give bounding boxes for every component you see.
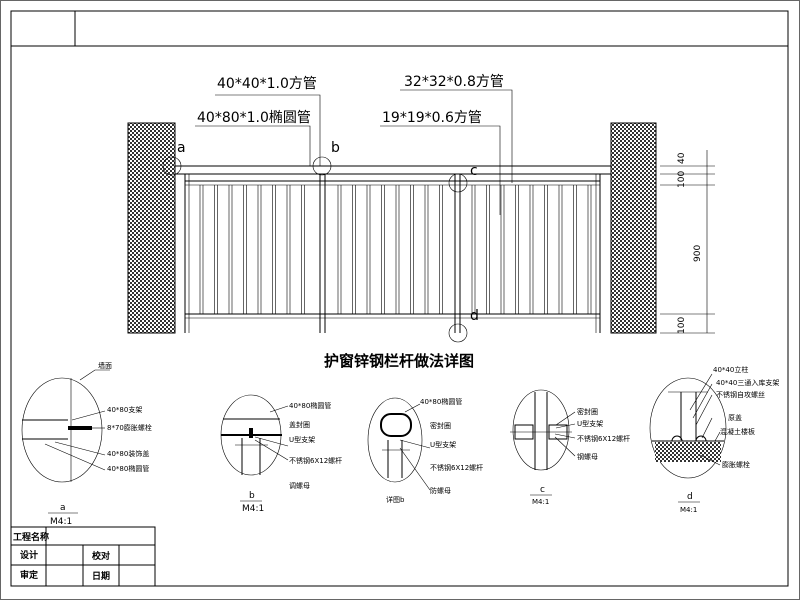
- detail-d-label: 混凝土楼板: [720, 427, 755, 436]
- detail-b2-tag: 详图b: [386, 495, 405, 504]
- design-label: 设计: [20, 549, 38, 561]
- label-oval-tube: 40*80*1.0椭圆管: [197, 110, 311, 126]
- dim-100-bottom: 100: [677, 317, 687, 334]
- detail-c-label: 密封圈: [577, 407, 598, 416]
- detail-b2-label: U型支架: [430, 440, 456, 449]
- detail-d-label: 原盖: [728, 413, 742, 422]
- detail-b-label: 40*80椭圆管: [289, 401, 331, 410]
- right-wall: [610, 122, 657, 334]
- date-label: 日期: [92, 570, 110, 582]
- detail-b-scale: M4:1: [242, 504, 264, 514]
- detail-d-label: 40*40立柱: [713, 365, 748, 374]
- detail-b2-label: 40*80椭圆管: [420, 397, 462, 406]
- detail-b2-label: 密封圈: [430, 421, 451, 430]
- detail-c-tag: c: [540, 485, 545, 495]
- detail-b-label: 盖封圈: [289, 420, 310, 429]
- detail-c-label: U型支架: [577, 419, 603, 428]
- detail-b-label: U型支架: [289, 435, 315, 444]
- dimension-lines: [660, 150, 715, 334]
- detail-b-section: 40*80椭圆管 密封圈 U型支架 不锈钢6X12螺杆 防螺母 详图b: [367, 397, 483, 504]
- label-handrail: 40*40*1.0方管: [217, 76, 317, 92]
- detail-a-label: 8*70膨胀螺栓: [107, 423, 152, 432]
- approve-label: 审定: [20, 569, 39, 581]
- callout-b-circle: [312, 156, 332, 176]
- detail-a-tag: a: [60, 503, 66, 513]
- railing: [174, 165, 612, 333]
- detail-d-scale: M4:1: [680, 506, 697, 514]
- callout-c-circle: [448, 173, 468, 193]
- callout-c: c: [470, 163, 478, 179]
- callout-b: b: [331, 140, 340, 156]
- callout-a-circle: [162, 156, 182, 176]
- label-post: 32*32*0.8方管: [404, 74, 504, 90]
- detail-a-label: 40*80椭圆管: [107, 464, 149, 473]
- leader-line: [380, 125, 501, 215]
- detail-a: 墙面 40*80支架 8*70膨胀螺栓 40*80装饰盖 40*80椭圆管 a …: [21, 361, 152, 527]
- detail-d-label: 膨胀螺栓: [722, 460, 750, 469]
- detail-a-label: 40*80装饰盖: [107, 449, 149, 458]
- leader-line: [215, 94, 321, 166]
- detail-d-label: 不锈钢自攻螺丝: [716, 390, 765, 399]
- dim-40: 40: [677, 152, 687, 164]
- project-name-label: 工程名称: [13, 531, 49, 543]
- check-label: 校对: [92, 550, 110, 562]
- dim-100-top: 100: [677, 171, 687, 188]
- dim-900: 900: [693, 245, 703, 262]
- detail-a-scale: M4:1: [50, 517, 72, 527]
- balusters: [199, 185, 592, 314]
- detail-d-tag: d: [687, 492, 693, 502]
- detail-b2-label: 不锈钢6X12螺杆: [430, 463, 483, 472]
- leader-line: [400, 89, 513, 183]
- label-baluster: 19*19*0.6方管: [382, 110, 482, 126]
- callout-a: a: [177, 140, 186, 156]
- detail-d: 40*40立柱 40*40三通入库支架 不锈钢自攻螺丝 原盖 混凝土楼板 膨胀螺…: [649, 365, 779, 514]
- drawing-title: 护窗锌钢栏杆做法详图: [324, 352, 474, 370]
- detail-c-label: 不锈钢6X12螺杆: [577, 434, 630, 443]
- drawing-frame: [10, 10, 789, 587]
- detail-b2-label: 防螺母: [430, 486, 451, 495]
- detail-c-scale: M4:1: [532, 498, 549, 506]
- left-wall: [127, 122, 176, 334]
- detail-d-label: 40*40三通入库支架: [716, 378, 779, 387]
- detail-a-label: 40*80支架: [107, 405, 142, 414]
- title-block: 工程名称 设计 校对 审定 日期: [10, 526, 156, 587]
- callout-d-circle: [448, 323, 468, 343]
- detail-b-label: 不锈钢6X12螺杆: [289, 456, 342, 465]
- detail-c-label: 钢螺母: [577, 452, 598, 461]
- callout-d: d: [470, 308, 479, 324]
- detail-b-tag: b: [249, 491, 255, 501]
- detail-b: 40*80椭圆管 盖封圈 U型支架 不锈钢6X12螺杆 调螺母 b M4:1: [220, 394, 342, 514]
- detail-c: 密封圈 U型支架 不锈钢6X12螺杆 钢螺母 c M4:1: [510, 389, 630, 506]
- detail-a-label: 墙面: [98, 361, 112, 370]
- leader-line: [195, 125, 311, 166]
- detail-b-label: 调螺母: [289, 481, 310, 490]
